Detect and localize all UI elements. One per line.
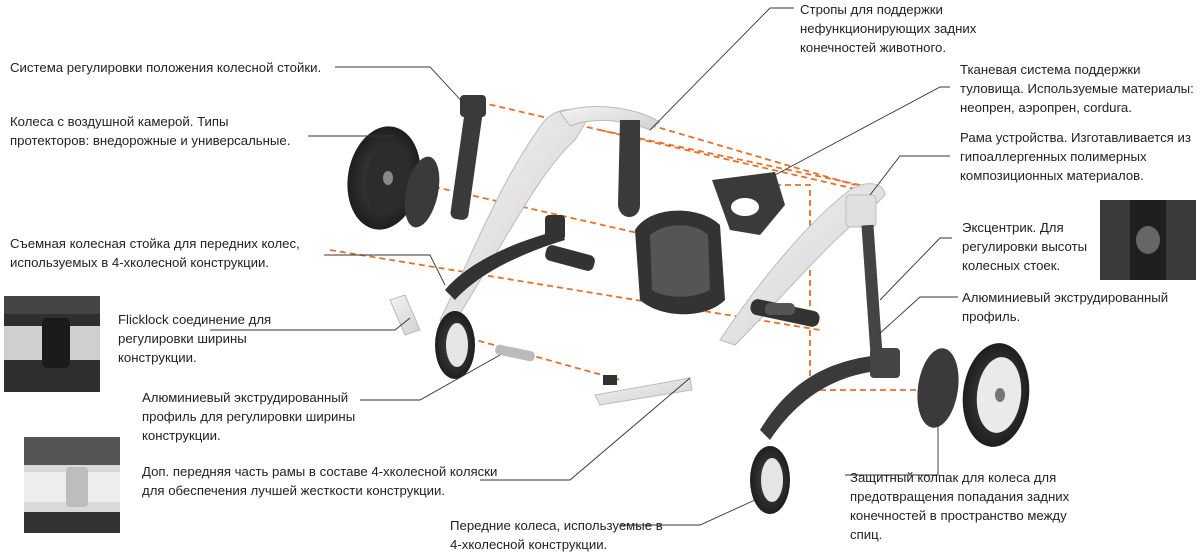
- leader-line: [774, 86, 950, 176]
- axis-line: [649, 124, 856, 186]
- leader-line: [335, 66, 469, 109]
- label-front-frame: Доп. передняя часть рамы в составе 4-хко…: [142, 464, 498, 498]
- front-frame-part: [594, 377, 693, 406]
- label-alu-profile-width: Алюминиевый экструдированный профиль для…: [142, 390, 356, 443]
- label-wheel-cap: Защитный колпак для колеса для предотвра…: [850, 470, 1070, 542]
- right-hub: [870, 348, 900, 378]
- width-rod: [495, 344, 535, 362]
- removable-post: [445, 230, 565, 300]
- axis-line: [394, 177, 661, 239]
- rear-left-wheel: [347, 126, 421, 230]
- rear-sling: [618, 120, 640, 218]
- leader-line: [877, 296, 958, 336]
- front-wheel-right: [750, 446, 790, 514]
- label-rear-slings: Стропы для поддержки нефункционирующих з…: [800, 2, 977, 55]
- eccentric-photo: [1100, 200, 1196, 280]
- leader-line: [649, 7, 794, 131]
- leader-line: [620, 499, 756, 526]
- label-alu-profile-right: Алюминиевый экструдированный профиль.: [962, 290, 1169, 324]
- front-wheel-left: [435, 311, 475, 379]
- right-wheel-cap: [917, 348, 959, 428]
- left-wheel-post: [450, 95, 486, 220]
- label-removable-post: Съемная колесная стойка для передних кол…: [10, 236, 300, 270]
- label-frame: Рама устройства. Изготавливается из гипо…: [960, 130, 1191, 183]
- right-frame-socket: [845, 194, 877, 228]
- width-profile-left: [389, 294, 421, 336]
- right-alu-post: [861, 224, 883, 356]
- front-frame-photo: [24, 437, 120, 533]
- leader-line: [360, 354, 501, 401]
- leader-line: [210, 317, 411, 331]
- flicklock-photo: [4, 296, 100, 392]
- label-air-wheels: Колеса с воздушной камерой. Типы протект…: [10, 114, 291, 148]
- connector-tube: [545, 245, 595, 271]
- label-eccentric: Эксцентрик. Для регулировки высоты колес…: [962, 220, 1088, 273]
- leader-lines: [210, 7, 958, 526]
- fabric-hole: [731, 198, 759, 216]
- axis-line: [469, 99, 861, 191]
- leader-line: [324, 254, 446, 286]
- leader-line: [480, 377, 691, 481]
- removable-post-head: [545, 215, 565, 240]
- label-front-wheels: Передние колеса, используемые в 4-хколес…: [450, 518, 663, 552]
- label-fabric-support: Тканевая система поддержки туловища. Исп…: [960, 62, 1194, 115]
- axis-line: [735, 184, 960, 391]
- label-wheel-post-adjust: Система регулировки положения колесной с…: [10, 60, 322, 75]
- flicklock-small: [603, 375, 617, 385]
- axis-line: [599, 129, 861, 186]
- body-harness: [635, 210, 725, 315]
- rear-right-wheel: [962, 343, 1030, 447]
- label-flicklock: Flicklock соединение для регулировки шир…: [118, 312, 272, 365]
- eccentric-part: [765, 303, 795, 315]
- leader-line: [869, 155, 950, 196]
- leader-line: [845, 410, 939, 476]
- leader-line: [879, 237, 952, 301]
- left-wheel-cap: [404, 156, 440, 228]
